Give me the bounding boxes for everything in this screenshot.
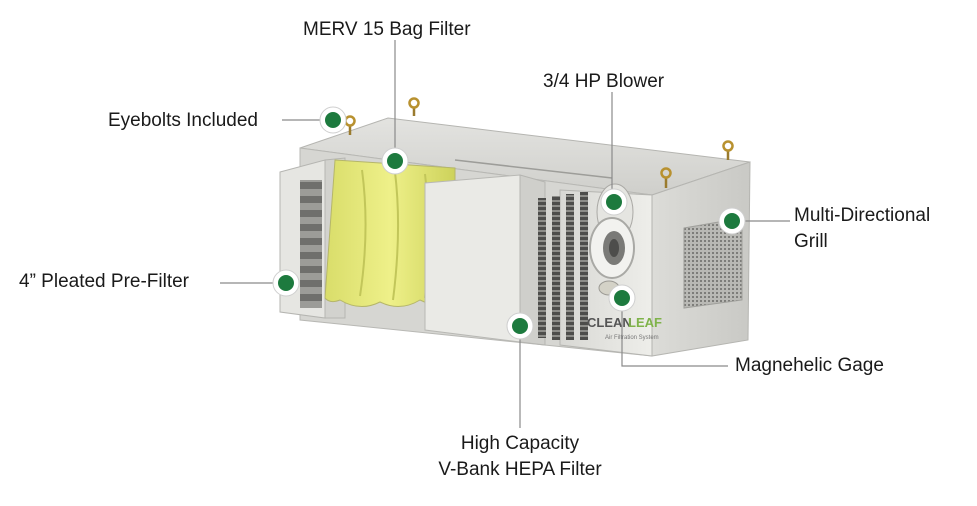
callout-pre-filter: 4” Pleated Pre-Filter bbox=[19, 271, 190, 292]
leader-lines bbox=[220, 40, 790, 428]
callout-hepa-line2: V-Bank HEPA Filter bbox=[438, 459, 602, 480]
logo-leaf-text: LEAF bbox=[628, 315, 662, 330]
cleanleaf-logo: CLEAN LEAF Air Filtration System bbox=[587, 315, 662, 341]
eyebolt-icon bbox=[408, 97, 420, 116]
marker-blower[interactable] bbox=[600, 188, 628, 216]
callout-merv-bag-filter: MERV 15 Bag Filter bbox=[303, 19, 471, 40]
marker-hepa[interactable] bbox=[506, 312, 534, 340]
eyebolt-icon bbox=[722, 140, 734, 160]
callout-grill-line2: Grill bbox=[794, 231, 828, 252]
callout-grill-line1: Multi-Directional bbox=[794, 205, 931, 226]
eyebolt-icon bbox=[660, 167, 672, 188]
callout-magnehelic: Magnehelic Gage bbox=[735, 355, 884, 376]
marker-grill[interactable] bbox=[718, 207, 746, 235]
marker-eyebolts[interactable] bbox=[319, 106, 347, 134]
logo-sub-text: Air Filtration System bbox=[605, 335, 659, 341]
marker-merv-bag-filter[interactable] bbox=[381, 147, 409, 175]
callout-blower: 3/4 HP Blower bbox=[543, 71, 665, 92]
leader-line-magnehelic bbox=[621, 298, 728, 367]
logo-clean-text: CLEAN bbox=[587, 315, 632, 330]
marker-pre-filter[interactable] bbox=[272, 269, 300, 297]
callout-eyebolts: Eyebolts Included bbox=[108, 110, 258, 131]
marker-magnehelic[interactable] bbox=[608, 284, 636, 312]
v-bank-hepa-filter bbox=[424, 174, 588, 346]
callout-markers bbox=[272, 106, 746, 340]
callout-hepa-line1: High Capacity bbox=[460, 433, 580, 454]
